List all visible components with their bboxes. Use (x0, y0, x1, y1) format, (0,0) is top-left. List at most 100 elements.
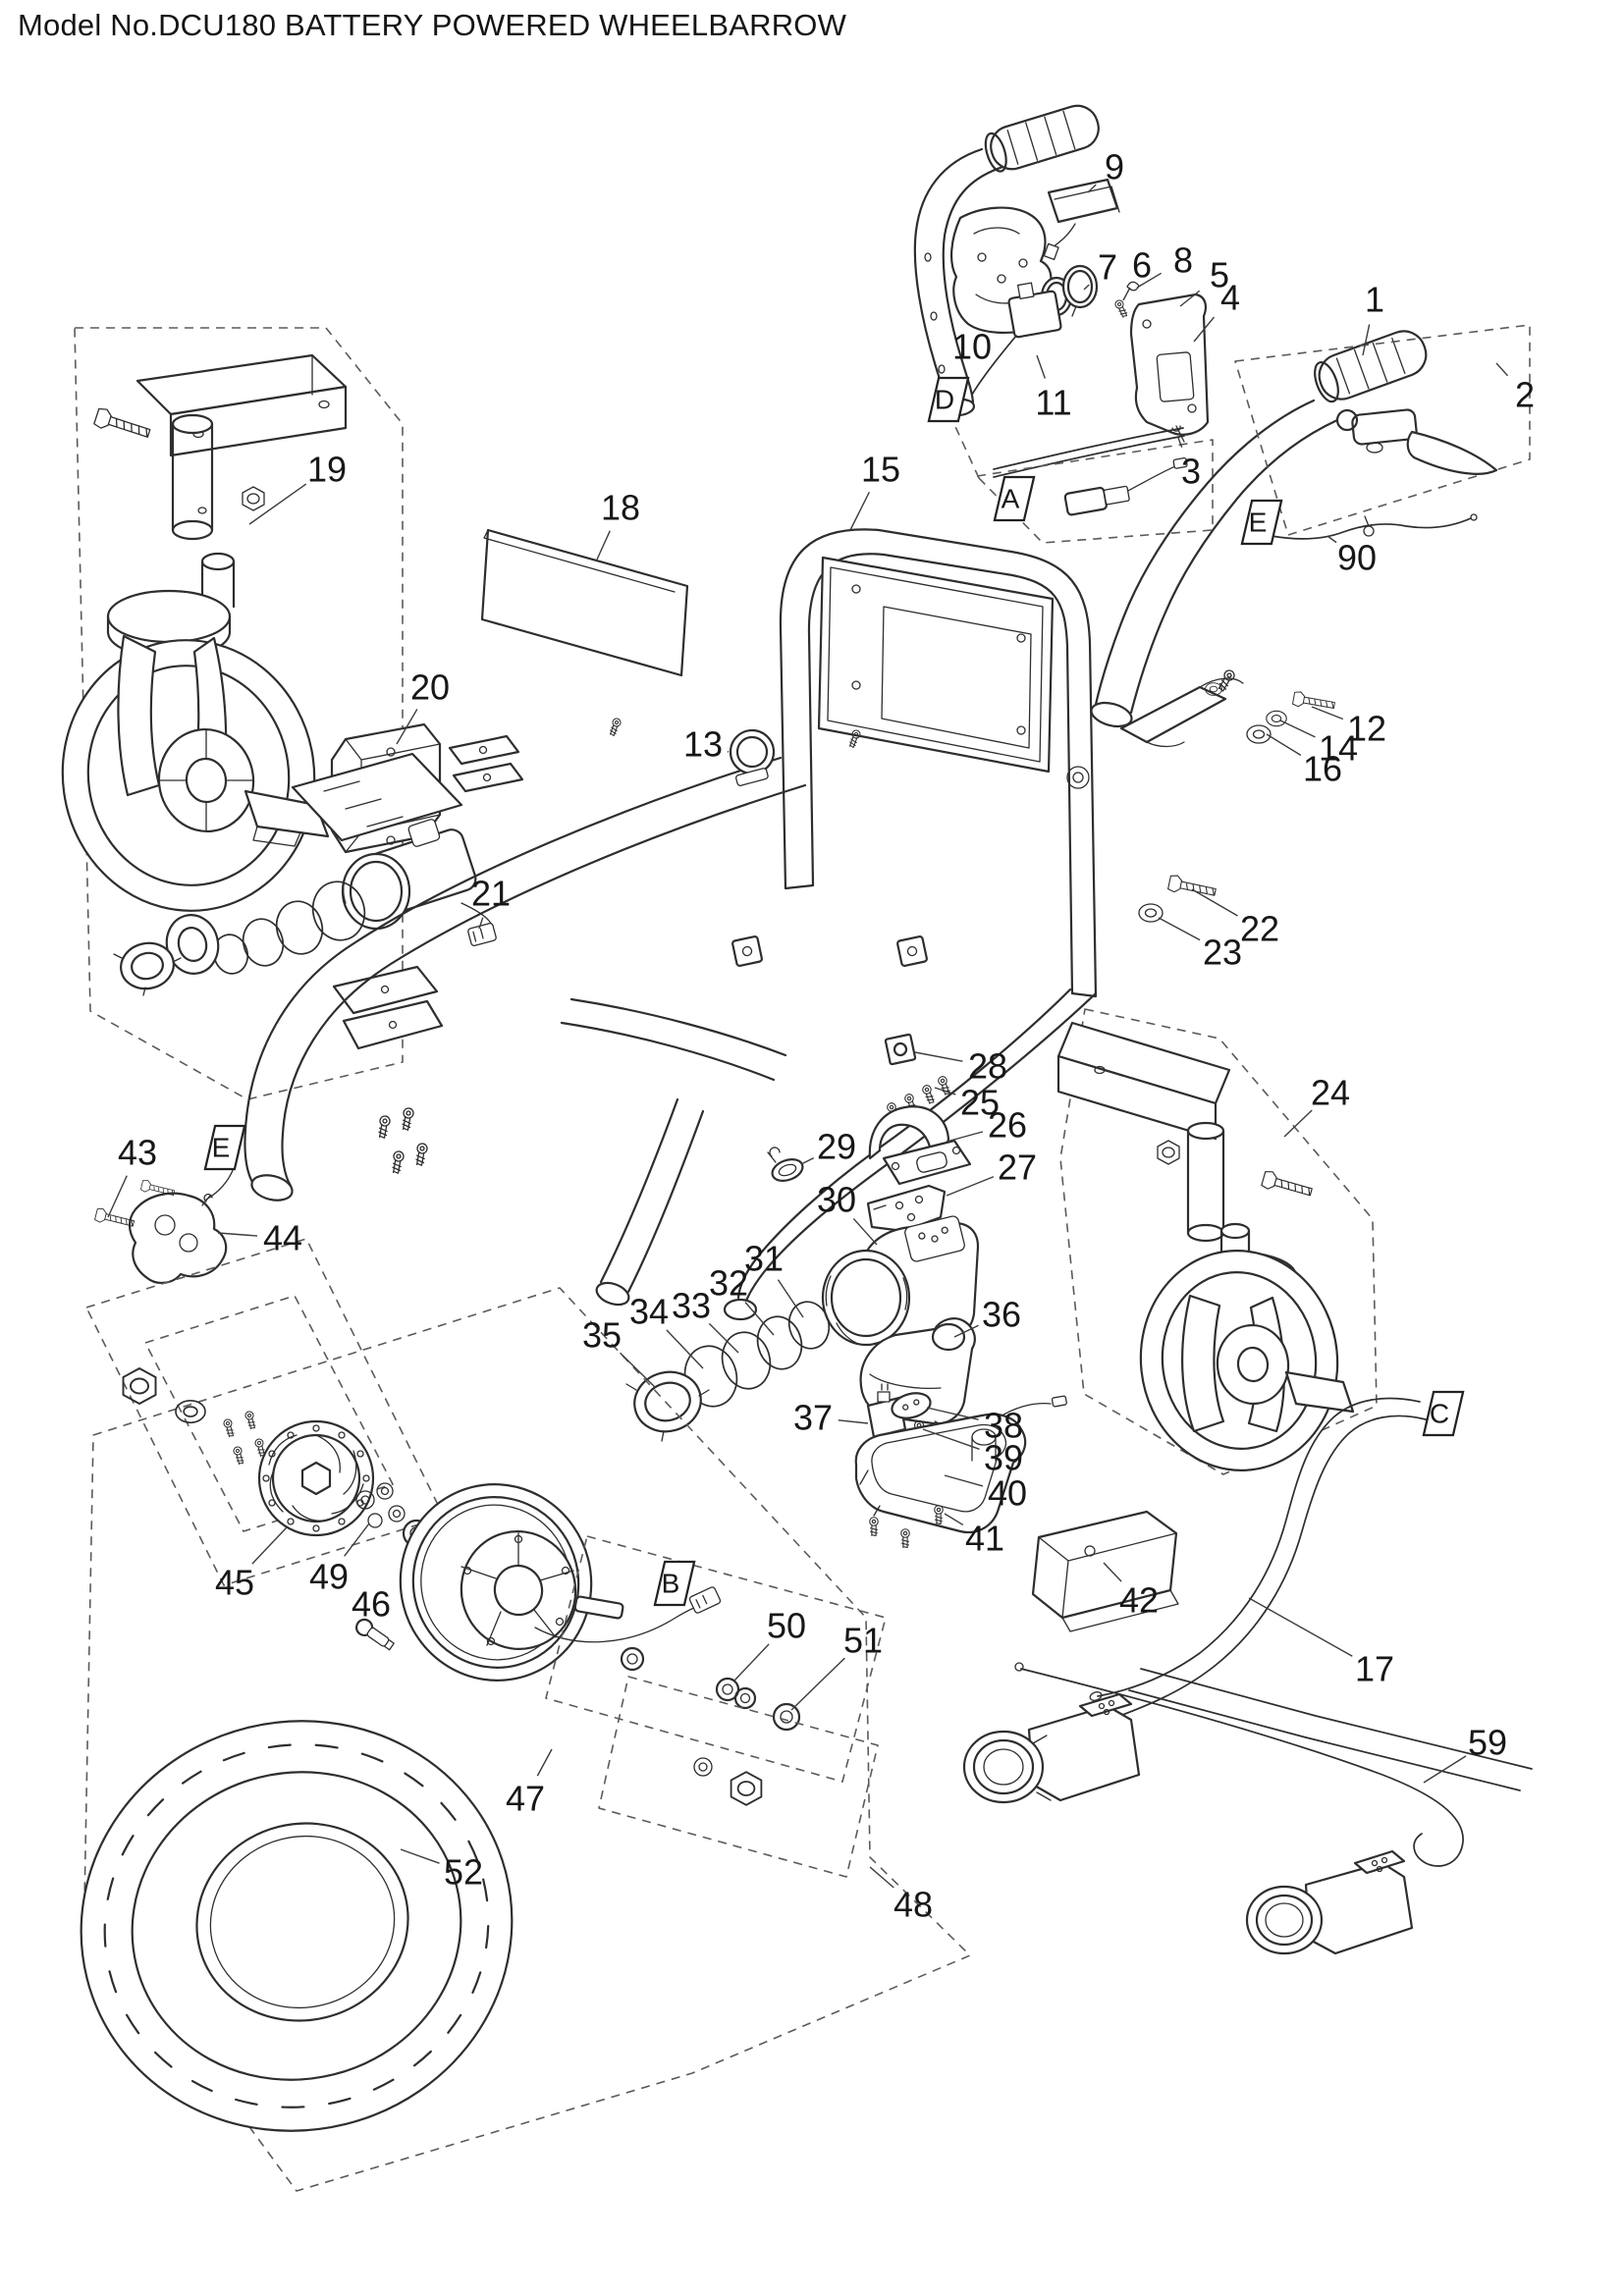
part-label-9: 9 (1105, 147, 1124, 187)
leader-44 (217, 1232, 258, 1237)
leader-45 (251, 1526, 288, 1565)
part-label-2: 2 (1515, 375, 1535, 415)
leader-43 (107, 1175, 128, 1218)
connector-letter: D (935, 385, 954, 415)
leader-19 (248, 483, 307, 525)
part-label-31: 31 (744, 1239, 784, 1279)
hook-13 (729, 728, 776, 786)
part-label-15: 15 (861, 450, 900, 490)
switch-11 (971, 282, 1062, 396)
bolt-22 (1166, 874, 1218, 901)
cable-connector-A (1063, 456, 1188, 516)
left-caster-assembly (61, 327, 404, 1100)
part-label-10: 10 (952, 327, 992, 367)
part-label-90: 90 (1337, 538, 1377, 578)
right-grip-1 (1314, 330, 1428, 403)
part-label-39: 39 (984, 1438, 1023, 1478)
brake-disc-45 (257, 1419, 375, 1537)
part-label-47: 47 (506, 1779, 545, 1819)
valve-46 (354, 1618, 395, 1651)
part-label-45: 45 (215, 1563, 254, 1603)
part-label-33: 33 (672, 1286, 711, 1326)
caster-arm-tube (135, 353, 348, 457)
part-label-24: 24 (1311, 1073, 1350, 1113)
leader-27 (946, 1176, 995, 1197)
housing-40 (854, 1413, 1027, 1534)
right-caster-assembly (1056, 1008, 1378, 1475)
part-label-16: 16 (1303, 749, 1342, 789)
brake-lever-2 (1335, 408, 1498, 475)
part-label-14: 14 (1319, 728, 1358, 769)
part-label-3: 3 (1181, 452, 1201, 492)
part-label-37: 37 (793, 1398, 833, 1438)
part-label-1: 1 (1365, 280, 1384, 320)
gear-assembly (625, 1075, 1179, 1632)
bolt-12 (1291, 690, 1336, 714)
leader-11 (1036, 354, 1046, 379)
leader-49 (344, 1522, 370, 1557)
leader-31 (777, 1279, 804, 1318)
leader-4 (1193, 316, 1216, 343)
leader-52 (400, 1848, 440, 1864)
connector-box (993, 475, 1036, 522)
part-label-25: 25 (960, 1083, 1000, 1123)
main-frame (244, 528, 1336, 1321)
part-label-20: 20 (410, 667, 450, 708)
caster-wheel (61, 552, 330, 912)
stay-rod-17a (1097, 1397, 1421, 1697)
stay-rod-17b (1109, 1415, 1427, 1721)
leader-33 (708, 1322, 739, 1354)
wire-clip-29 (767, 1147, 804, 1182)
part-label-23: 23 (1203, 933, 1242, 973)
part-label-12: 12 (1347, 709, 1386, 749)
leader-41 (944, 1513, 964, 1526)
leader-23 (1158, 917, 1201, 941)
part-label-27: 27 (998, 1148, 1037, 1188)
connector-letter: E (1249, 507, 1268, 538)
connector-D-0: D (927, 376, 970, 423)
part-label-17: 17 (1355, 1649, 1394, 1689)
clamp-26 (868, 1105, 972, 1186)
axle-unit-lower (1245, 1849, 1414, 1955)
nut-icon (242, 486, 265, 511)
o-ring-33 (721, 1331, 772, 1390)
leader-8 (1136, 272, 1163, 289)
leader-12 (1311, 706, 1344, 721)
part-label-21: 21 (471, 874, 511, 914)
tire-52 (80, 1720, 514, 2132)
sticker-18 (480, 528, 689, 677)
leader-14 (1279, 720, 1316, 738)
part-label-4: 4 (1220, 278, 1240, 318)
part-label-46: 46 (352, 1584, 391, 1625)
leader-16 (1266, 733, 1302, 756)
part-label-22: 22 (1240, 909, 1279, 949)
connector-box (1422, 1390, 1465, 1437)
leader-37 (838, 1419, 869, 1424)
leader-3 (1177, 437, 1183, 448)
connector-box (1240, 499, 1283, 546)
connector-letter: E (212, 1133, 231, 1163)
part-label-28: 28 (968, 1046, 1007, 1087)
leader-18 (596, 530, 611, 561)
part-label-13: 13 (683, 724, 723, 765)
part-label-51: 51 (843, 1621, 883, 1661)
leader-39 (922, 1428, 980, 1450)
connector-box (927, 376, 970, 423)
part-label-48: 48 (893, 1885, 933, 1925)
button-plate-38 (891, 1392, 932, 1419)
connector-letter: A (1001, 484, 1020, 514)
part-label-43: 43 (118, 1133, 157, 1173)
part-label-44: 44 (263, 1218, 302, 1258)
part-label-49: 49 (309, 1557, 349, 1597)
bolt-icon (92, 405, 153, 444)
part-label-6: 6 (1132, 245, 1152, 286)
connector-letter: B (662, 1569, 680, 1599)
part-label-42: 42 (1119, 1580, 1159, 1621)
leader-1 (1362, 324, 1371, 356)
leader-47 (536, 1748, 553, 1777)
leader-9 (1087, 184, 1097, 193)
connector-B-4: B (653, 1560, 696, 1607)
plate-27 (866, 1184, 947, 1233)
